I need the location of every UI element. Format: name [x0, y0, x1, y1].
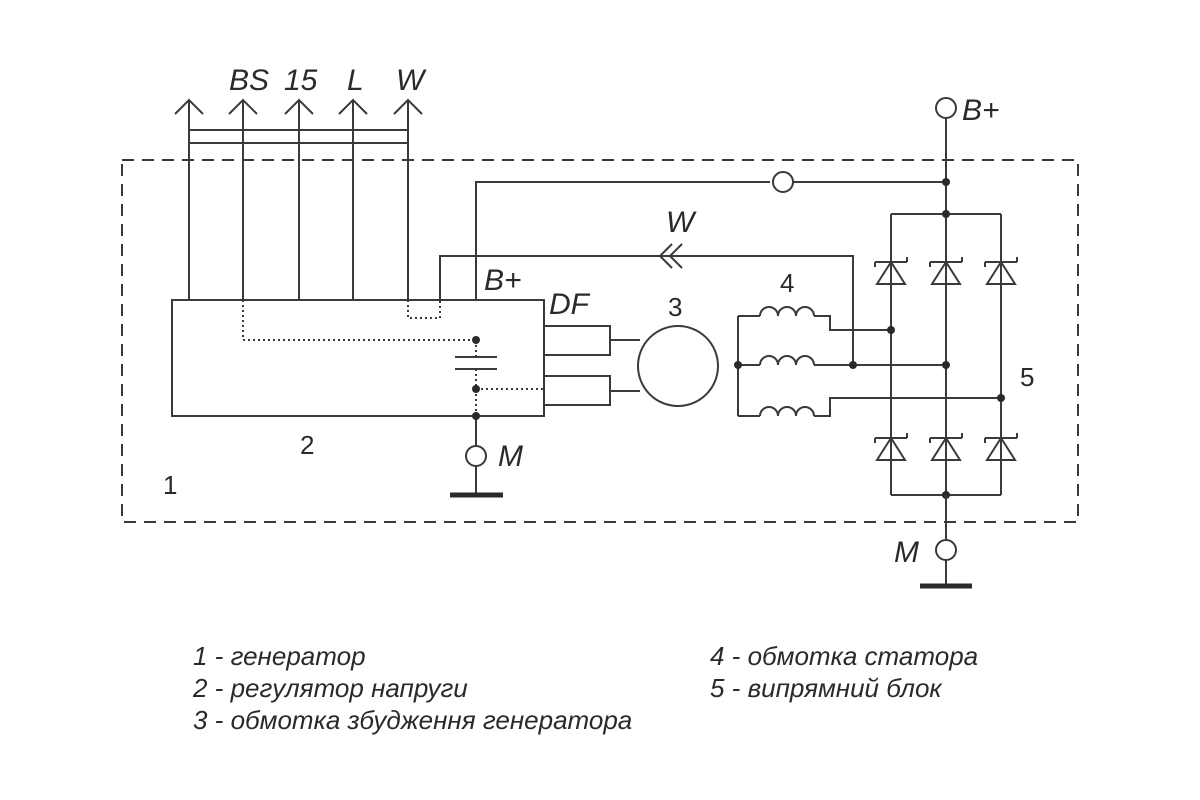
legend-item: 2 - регулятор напруги — [192, 673, 468, 703]
field-winding-rotor — [637, 325, 719, 407]
stator-windings — [734, 306, 1001, 417]
diode-upper-3 — [984, 257, 1018, 285]
bplus-lamp-terminal — [772, 171, 794, 193]
bplus-terminal — [935, 97, 957, 119]
diode-lower-3 — [984, 433, 1018, 461]
legend-item: 5 - випрямний блок — [710, 673, 943, 703]
label-w-signal: W — [666, 206, 697, 239]
terminal-label-bs: BS — [229, 64, 269, 97]
number-5: 5 — [1020, 362, 1034, 392]
field-winding-connection — [543, 325, 719, 407]
diode-lower-1 — [874, 433, 908, 461]
terminal-label-w-top: W — [396, 64, 427, 97]
label-bplus-regulator: B+ — [484, 264, 522, 297]
terminal-label-15: 15 — [284, 64, 318, 97]
rectifier-ground — [920, 495, 972, 589]
legend-item: 1 - генератор — [193, 641, 366, 671]
legend: 1 - генератор 2 - регулятор напруги 3 - … — [192, 641, 978, 735]
output-terminals — [174, 98, 423, 300]
diode-upper-1 — [874, 257, 908, 285]
rectifier-block — [874, 100, 1018, 499]
w-plug-chevron — [658, 243, 673, 269]
number-3: 3 — [668, 292, 682, 322]
legend-item: 4 - обмотка статора — [710, 641, 978, 671]
regulator-ground — [450, 412, 503, 498]
label-df: DF — [549, 288, 591, 321]
label-bplus-top: B+ — [962, 94, 1000, 127]
diode-lower-2 — [929, 433, 963, 461]
label-m-regulator: M — [498, 440, 523, 473]
w-signal-wire — [439, 255, 854, 365]
label-m-rectifier: M — [894, 536, 919, 569]
diode-upper-2 — [929, 257, 963, 285]
terminal-label-l: L — [347, 64, 364, 97]
number-4: 4 — [780, 268, 794, 298]
voltage-regulator-box — [171, 299, 545, 417]
legend-item: 3 - обмотка збудження генератора — [193, 705, 632, 735]
bplus-regulator-wire — [475, 181, 770, 300]
number-2: 2 — [300, 430, 314, 460]
regulator-internal-wiring — [242, 300, 544, 416]
number-1: 1 — [163, 470, 177, 500]
